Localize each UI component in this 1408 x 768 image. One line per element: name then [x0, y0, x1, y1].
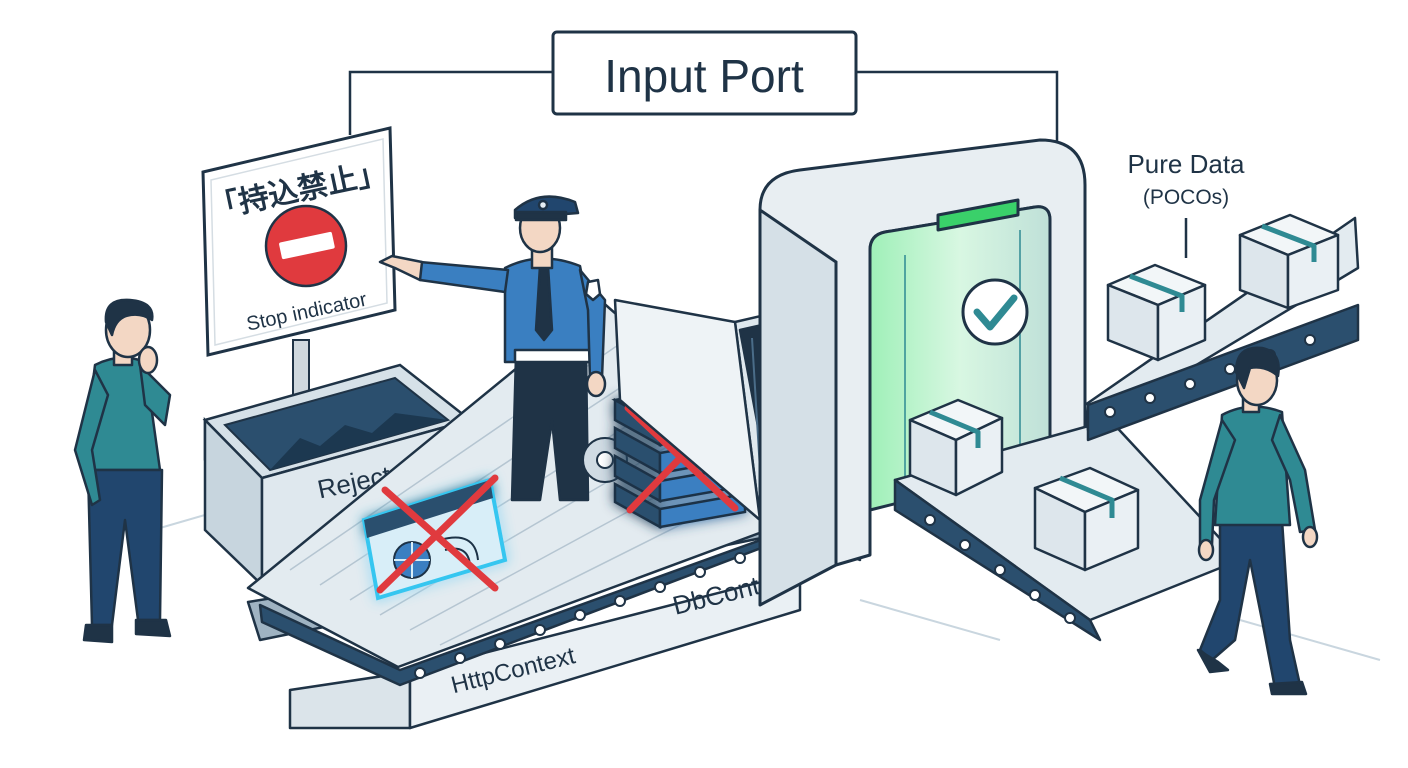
worried-person — [73, 298, 172, 644]
input-port-title-box — [551, 30, 858, 116]
police-badge-icon — [584, 278, 602, 302]
checkmark-icon — [961, 278, 1029, 346]
police-officer — [378, 195, 607, 502]
input-port-bracket — [348, 70, 1059, 165]
walking-person — [1196, 346, 1319, 696]
rejected-bin — [202, 363, 473, 588]
stop-sign-icon — [264, 204, 348, 288]
package-box-icon-3 — [1106, 263, 1207, 362]
red-x-icon — [376, 474, 499, 594]
output-label-line2: (POCOs) — [1143, 186, 1229, 209]
right-conveyor-rollers — [924, 334, 1316, 624]
output-label-line1: Pure Data — [1127, 149, 1245, 179]
package-box-icon-4 — [1238, 213, 1340, 310]
package-box-icon — [908, 398, 1004, 497]
input-port-title: Input Port — [604, 50, 804, 102]
package-box-icon-2 — [1033, 466, 1140, 572]
